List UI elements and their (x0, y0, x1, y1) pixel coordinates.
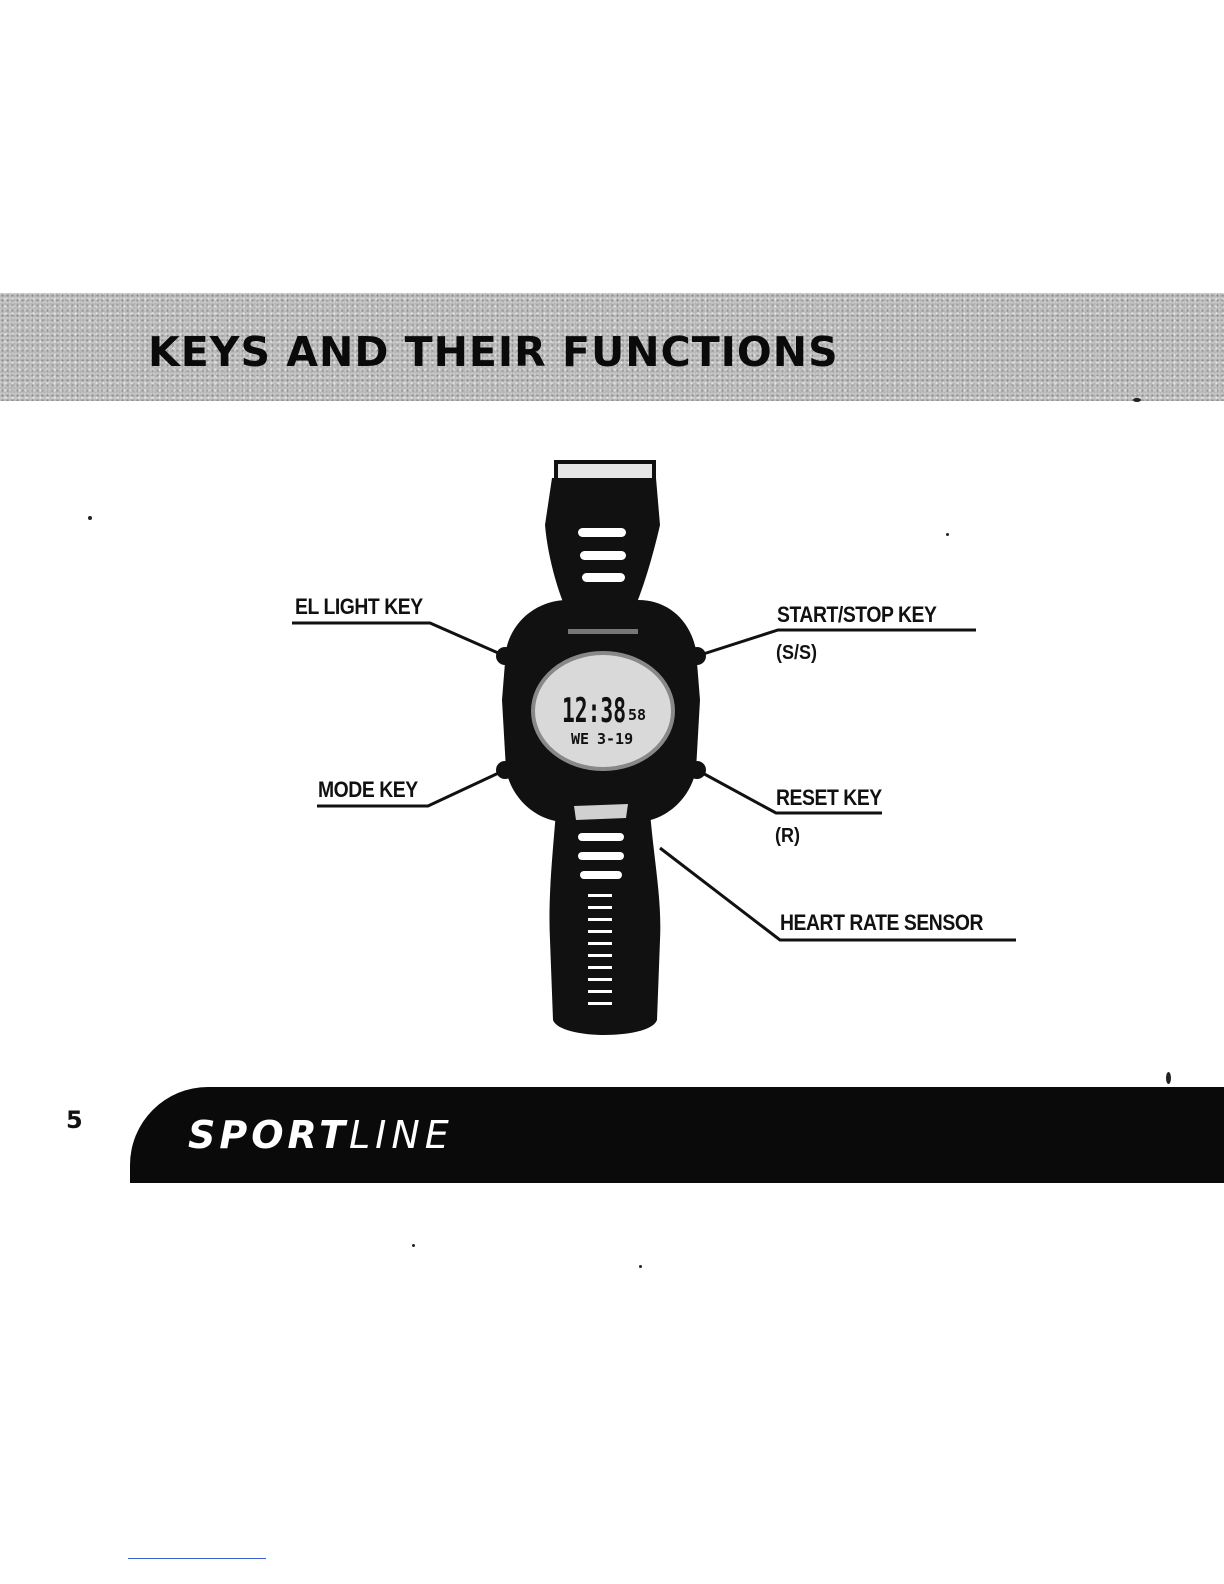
bezel-print (568, 629, 638, 634)
strap-hole (588, 894, 612, 897)
strap-hole (588, 978, 612, 981)
strap-hole (588, 1002, 612, 1005)
scan-speck (639, 1265, 642, 1268)
strap-slot (578, 833, 624, 841)
brand-logo-bold: SPORT (188, 1113, 349, 1157)
strap-hole (588, 942, 612, 945)
brand-logo-light: LINE (349, 1113, 454, 1157)
strap-slot (578, 528, 626, 537)
screen-date: 3-19 (597, 730, 633, 748)
start-stop-key-label: START/STOP KEY (777, 604, 937, 626)
link-underline (128, 1558, 266, 1559)
reset-abbreviation: (R) (775, 826, 800, 846)
start-stop-leader (697, 630, 976, 656)
strap-slot (580, 551, 626, 560)
strap-hole (588, 966, 612, 969)
strap-hole (588, 918, 612, 921)
strap-hole (588, 990, 612, 993)
strap-hole (588, 906, 612, 909)
heart-rate-sensor-window (574, 804, 628, 820)
bottom-strap (549, 812, 660, 1035)
strap-hole (588, 954, 612, 957)
brand-logo: SPORTLINE (188, 1116, 454, 1154)
el-light-key-label: EL LIGHT KEY (295, 596, 423, 618)
mode-key-label: MODE KEY (318, 779, 418, 801)
heart-rate-sensor-label: HEART RATE SENSOR (780, 912, 983, 934)
scan-speck (412, 1244, 415, 1247)
start-stop-abbreviation: (S/S) (776, 643, 817, 663)
screen-time: 12:38 (562, 691, 626, 731)
strap-slot (578, 852, 624, 860)
scan-speck (946, 533, 949, 536)
scan-speck (1166, 1072, 1171, 1084)
strap-slot (580, 871, 622, 879)
screen-day: WE (571, 730, 589, 748)
reset-key-label: RESET KEY (776, 787, 882, 809)
screen-seconds: 58 (628, 706, 646, 724)
scan-speck (1133, 398, 1141, 402)
el-light-leader (292, 623, 505, 656)
strap-slot (582, 573, 625, 582)
page-number: 5 (66, 1108, 83, 1132)
strap-hole (588, 930, 612, 933)
scan-speck (88, 516, 92, 520)
